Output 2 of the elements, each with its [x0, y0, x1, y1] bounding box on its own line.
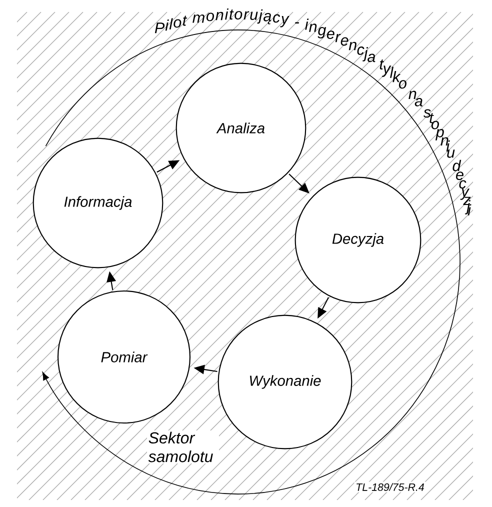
figure-code: TL-189/75-R.4	[354, 482, 426, 492]
sector-label: Sektor samolotu	[147, 430, 219, 464]
